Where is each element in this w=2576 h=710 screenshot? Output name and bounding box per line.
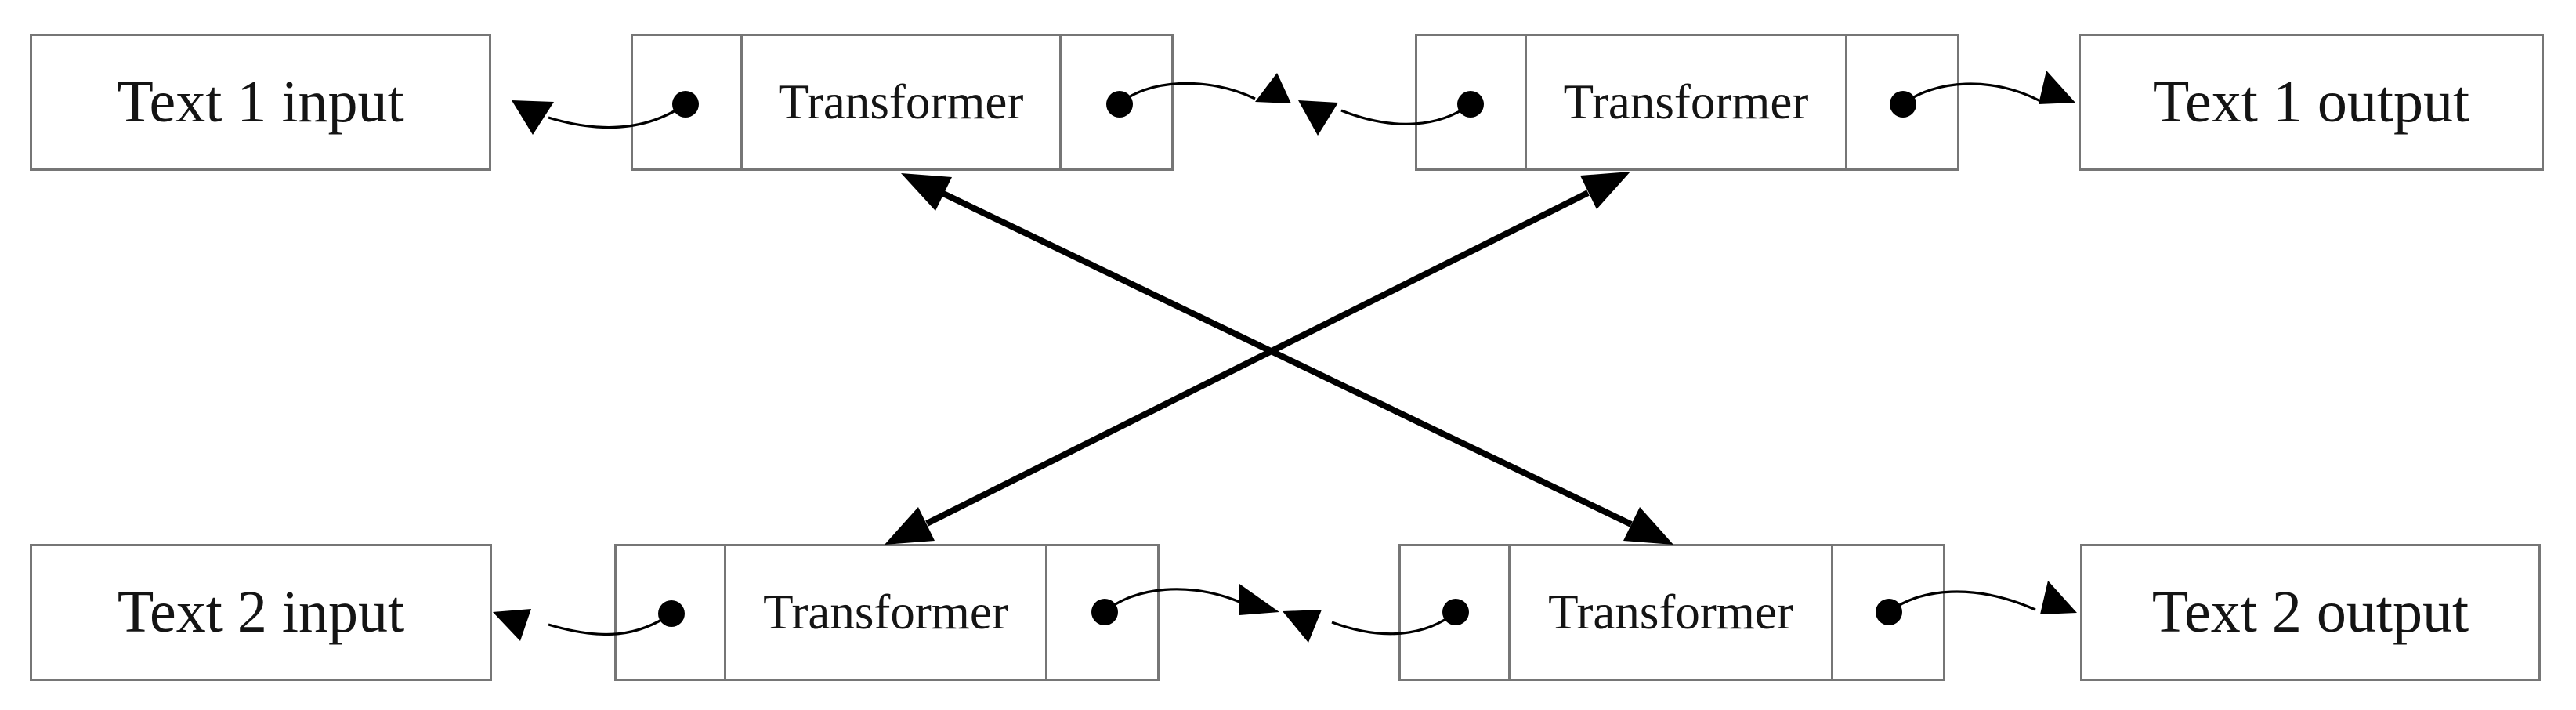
text2-output-box: Text 2 output — [2080, 544, 2541, 681]
transformer-label: Transformer — [1563, 74, 1809, 129]
arrowhead-row2-mid-right — [1239, 584, 1279, 615]
cross-arrow-row1left-row2right — [942, 190, 1633, 527]
text1-output-label: Text 1 output — [2152, 69, 2470, 135]
text1-input-label: Text 1 input — [117, 69, 404, 135]
transformer-block-row2-left: Transformer — [614, 544, 1160, 681]
output-port-cell — [1047, 546, 1157, 679]
transformer-label-cell: Transformer — [1511, 546, 1833, 679]
arrowhead-row1-mid-left — [1298, 100, 1338, 136]
input-port-cell — [617, 546, 726, 679]
arrowhead-row2-mid-left — [1283, 610, 1322, 643]
transformer-label-cell: Transformer — [743, 36, 1062, 168]
output-port-cell — [1847, 36, 1957, 168]
text1-input-box: Text 1 input — [30, 34, 491, 171]
output-port-cell — [1833, 546, 1943, 679]
transformer-label: Transformer — [763, 585, 1008, 639]
transformer-block-row2-right: Transformer — [1398, 544, 1945, 681]
output-port-cell — [1062, 36, 1171, 168]
arrowhead-row1-mid-right — [1255, 73, 1291, 103]
text2-output-label: Text 2 output — [2151, 579, 2469, 645]
input-port-cell — [1417, 36, 1527, 168]
text1-output-box: Text 1 output — [2079, 34, 2544, 171]
cross-arrowhead-down-right — [1623, 507, 1673, 545]
cross-arrowhead-up-right — [1580, 172, 1630, 209]
cross-arrow-row1right-row2left — [925, 190, 1590, 527]
arrowhead-text2-input — [493, 609, 531, 641]
arrowhead-text1-output — [2039, 71, 2075, 104]
text2-input-label: Text 2 input — [117, 579, 405, 645]
transformer-label-cell: Transformer — [726, 546, 1047, 679]
input-port-cell — [633, 36, 743, 168]
transformer-label: Transformer — [1548, 585, 1793, 639]
arrowhead-text2-output — [2040, 581, 2077, 614]
input-port-cell — [1401, 546, 1511, 679]
arrowhead-text1-input — [512, 100, 554, 135]
transformer-block-row1-right: Transformer — [1415, 34, 1959, 171]
cross-arrowhead-down-left — [885, 507, 935, 545]
transformer-block-row1-left: Transformer — [631, 34, 1174, 171]
text2-input-box: Text 2 input — [30, 544, 492, 681]
transformer-label-cell: Transformer — [1527, 36, 1847, 168]
cross-arrowhead-up-left — [901, 173, 952, 211]
transformer-label: Transformer — [778, 74, 1024, 129]
